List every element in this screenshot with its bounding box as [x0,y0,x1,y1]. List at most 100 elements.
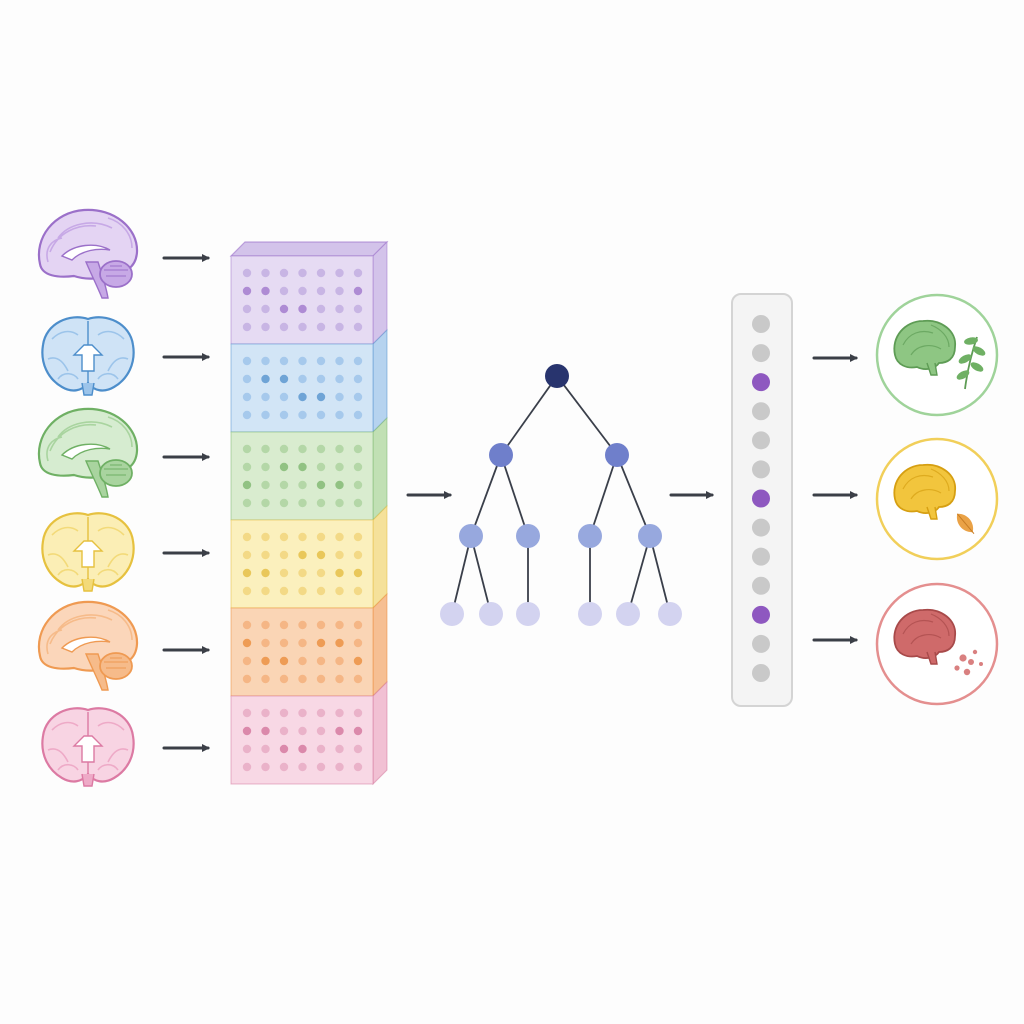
stack-dot [298,674,307,684]
stack-dot [316,550,326,560]
stack-dot [242,726,252,736]
tree-root-node [545,364,569,388]
stack-dot [298,392,307,402]
stack-dot [279,374,289,384]
stack-dot [261,762,270,772]
stack-layer-side [372,240,388,346]
stack-dot [279,356,289,366]
sprig-leaf [956,370,970,380]
stack-dot [316,744,326,754]
tree-leaf-node [440,602,464,626]
stack-dot [279,410,289,420]
stack-dot [242,550,252,560]
stack-dot [261,392,270,402]
stack-dot [335,480,344,490]
corpus-callosum [60,244,111,261]
vector-cell [752,664,770,682]
stack-dot [353,444,363,454]
cortex-folds [47,721,129,771]
stack-dot [335,744,344,754]
stack-dot [298,268,307,278]
stack-dot [242,356,252,366]
brain-icon [41,707,135,787]
debris-dot [972,649,978,655]
sprig-leaf [964,337,978,345]
cerebellum-folia [104,657,128,669]
stack-dot [316,286,326,296]
sprig-leaf [970,362,984,372]
stack-dot [335,762,344,772]
stack-dot [353,568,363,578]
sprig-leaf [972,346,986,356]
tree-node [605,443,629,467]
corpus-callosum [60,636,111,653]
stack-layer-side [372,592,388,698]
vector-cell-selected [752,605,770,624]
stack-layer [230,680,388,786]
stack-dot [335,674,344,684]
stack-dot [316,392,326,402]
stack-dot [261,656,270,666]
stack-dot [316,726,326,736]
outcome-brain-gyri [902,324,950,356]
vector-cell [752,547,770,566]
tree-leaf-node [658,602,682,626]
debris-dot [968,659,974,665]
outcome-diseased [875,582,999,706]
debris-dot [979,662,983,666]
stack-dot [242,286,252,296]
stack-layer [230,328,388,434]
debris-dot [954,665,960,671]
ventricles [72,344,104,372]
feature-stack [229,240,389,786]
stack-dot [261,444,270,454]
stem [81,382,95,396]
sprig-leaf [958,354,972,364]
stack-dot [261,674,270,684]
tree-edge [589,454,618,537]
stack-dot [353,726,363,736]
tree-edge [627,535,651,615]
stack-dot [335,268,344,278]
ventricles [72,540,104,568]
stack-dot [316,444,326,454]
stack-dot [279,498,289,508]
stack-dot [279,532,289,542]
cerebellum [99,459,133,487]
stack-dot [242,268,252,278]
stack-dot [298,444,307,454]
stack-dot [316,498,326,508]
tree-edge [616,454,651,537]
stack-dot [298,374,307,384]
outcome-brain-gyri [902,613,950,645]
tree-node [489,443,513,467]
stack-dot [242,498,252,508]
stack-dot [335,410,344,420]
stack-dot [279,304,289,314]
stack-dot [335,374,344,384]
stack-dot [298,620,307,630]
stack-dot [316,480,326,490]
cerebellum [99,652,133,680]
outcome-brain-shape [893,608,956,659]
stack-dot [261,374,270,384]
stack-dot [353,268,363,278]
stack-dot [261,410,270,420]
stack-dot [353,374,363,384]
outcome-brain-shape [893,319,956,370]
stack-top-face [229,241,389,257]
stem [81,773,95,787]
vector-cell-selected [752,489,770,508]
stack-dot [316,322,326,332]
stack-dot [298,726,307,736]
stack-layer-side [372,416,388,522]
stack-dot [261,532,270,542]
stack-dot [298,638,307,648]
stack-dot [316,674,326,684]
stack-dot [242,708,252,718]
stack-dot [298,656,307,666]
stack-dot [242,744,252,754]
stack-dot [335,498,344,508]
stack-dot [261,550,270,560]
stack-dot [316,762,326,772]
